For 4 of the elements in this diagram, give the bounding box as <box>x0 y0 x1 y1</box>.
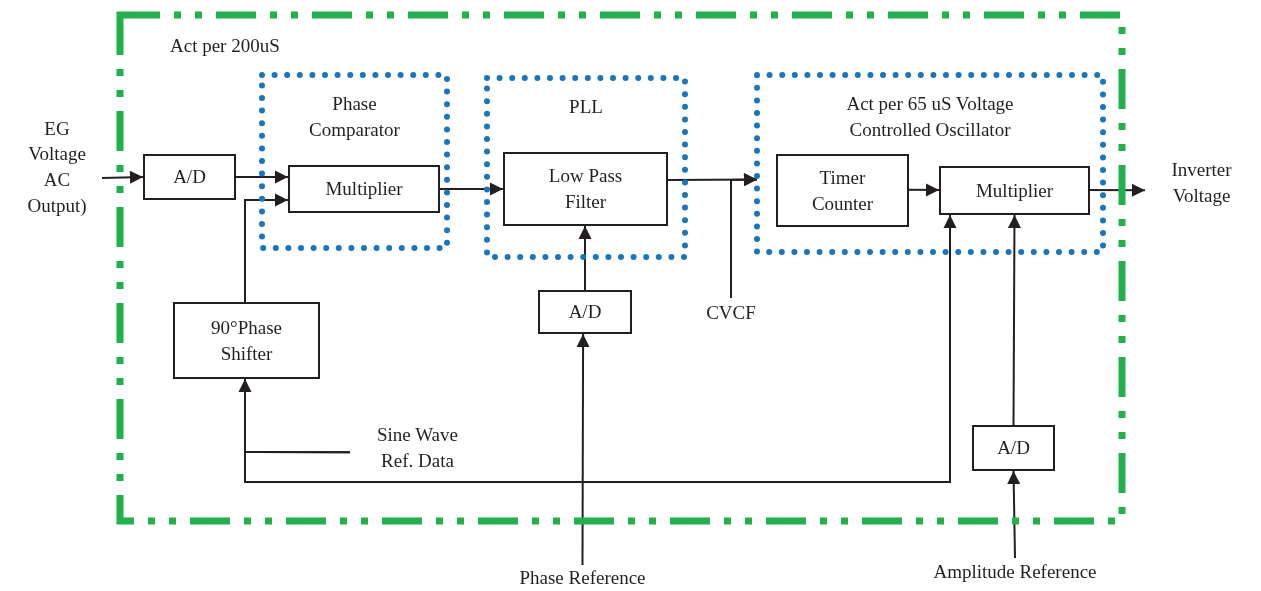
signal-label: Phase Reference <box>495 565 670 591</box>
signal-label: EG Voltage AC Output) <box>12 112 102 222</box>
signal-label: Amplitude Reference <box>905 558 1125 586</box>
signal-label: Inverter Voltage <box>1145 150 1258 215</box>
